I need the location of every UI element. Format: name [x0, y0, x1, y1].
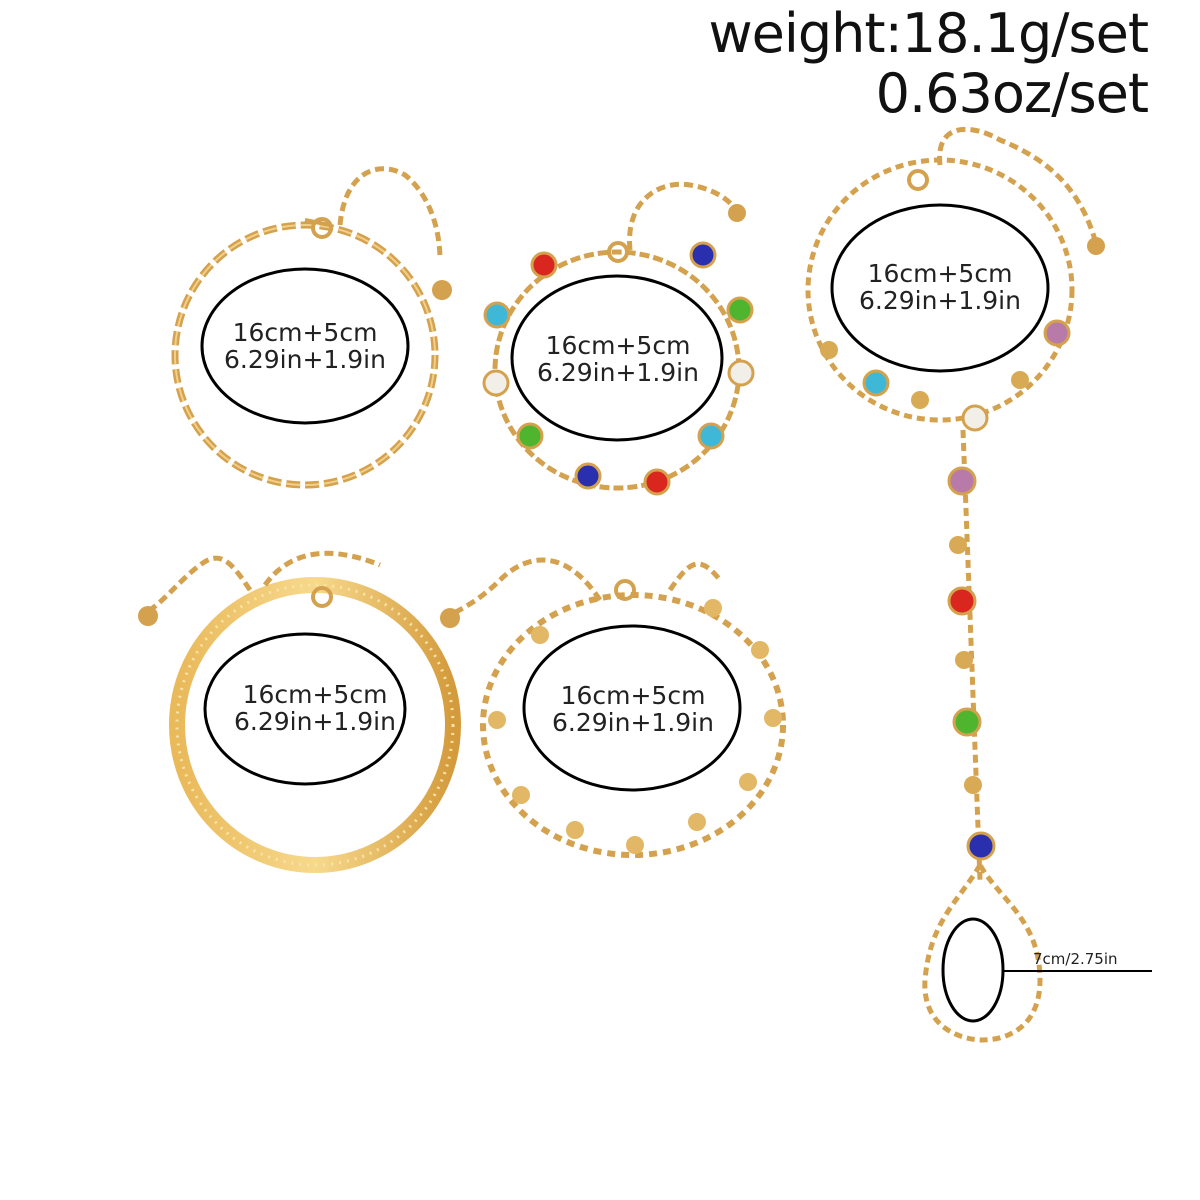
flower-charms	[488, 599, 782, 854]
size-metric: 16cm+5cm	[242, 680, 388, 709]
size-metric: 16cm+5cm	[867, 259, 1013, 288]
flower-icon	[688, 813, 706, 831]
flower-icon	[488, 711, 506, 729]
size-imperial: 6.29in+1.9in	[537, 358, 699, 387]
chain-end-bead-icon	[440, 608, 460, 628]
measurement-ovals	[200, 203, 1050, 1023]
flower-icon	[704, 599, 722, 617]
size-label-flower: 16cm+5cm 6.29in+1.9in	[533, 682, 733, 736]
lobster-clasp-icon	[907, 169, 929, 191]
size-metric: 16cm+5cm	[232, 318, 378, 347]
clear-gem-icon	[482, 369, 510, 397]
flower-icon	[626, 836, 644, 854]
figaro-chain-bracelet	[171, 166, 452, 489]
flower-icon	[764, 709, 782, 727]
size-metric: 16cm+5cm	[545, 331, 691, 360]
disc-charm-icon	[964, 776, 982, 794]
blue-gem-icon	[689, 241, 717, 269]
red-gem-icon	[947, 586, 977, 616]
size-label-hand-chain: 16cm+5cm 6.29in+1.9in	[840, 260, 1040, 314]
size-label-snake: 16cm+5cm 6.29in+1.9in	[215, 681, 415, 735]
size-oval	[200, 267, 410, 425]
flower-icon	[512, 786, 530, 804]
clear-gem-icon	[961, 404, 989, 432]
flower-icon	[751, 641, 769, 659]
pink-gem-icon	[1043, 319, 1071, 347]
snake-chain-bracelet	[138, 550, 461, 873]
disc-charm-icon	[949, 536, 967, 554]
size-metric: 16cm+5cm	[560, 681, 706, 710]
weight-info: weight:18.1g/set 0.63oz/set	[709, 4, 1149, 124]
size-oval	[510, 274, 724, 442]
cyan-gem-icon	[862, 369, 890, 397]
colored-crystal-bracelet	[482, 181, 755, 496]
flower-icon	[531, 626, 549, 644]
green-gem-icon	[726, 296, 754, 324]
cyan-gem-icon	[483, 301, 511, 329]
flower-chain-bracelet	[440, 557, 786, 858]
ring-size-oval	[941, 917, 1005, 1023]
chain-end-bead-icon	[728, 204, 746, 222]
clear-gem-icon	[727, 359, 755, 387]
green-gem-icon	[516, 422, 544, 450]
cyan-gem-icon	[697, 422, 725, 450]
lobster-clasp-icon	[614, 579, 636, 601]
chain-end-bead-icon	[432, 280, 452, 300]
flower-icon	[739, 773, 757, 791]
disc-charm-icon	[1011, 371, 1029, 389]
chain-end-bead-icon	[138, 606, 158, 626]
size-oval	[203, 632, 407, 786]
size-oval	[522, 624, 742, 792]
blue-gem-icon	[574, 462, 602, 490]
red-gem-icon	[643, 468, 671, 496]
size-label-crystal: 16cm+5cm 6.29in+1.9in	[518, 332, 718, 386]
pink-gem-icon	[947, 466, 977, 496]
blue-gem-icon	[966, 831, 996, 861]
size-label-figaro: 16cm+5cm 6.29in+1.9in	[205, 319, 405, 373]
size-imperial: 6.29in+1.9in	[234, 707, 396, 736]
lobster-clasp-icon	[311, 217, 333, 239]
ring-size-label: 7cm/2.75in	[1033, 950, 1118, 968]
lobster-clasp-icon	[607, 241, 629, 263]
weight-grams: weight:18.1g/set	[708, 2, 1149, 65]
weight-ounces: 0.63oz/set	[875, 62, 1149, 125]
green-gem-icon	[952, 707, 982, 737]
ring-loop	[922, 859, 1043, 1043]
hand-chain-bracelet	[805, 127, 1105, 1043]
size-imperial: 6.29in+1.9in	[224, 345, 386, 374]
size-oval	[830, 203, 1050, 373]
red-gem-icon	[530, 251, 558, 279]
chain-end-bead-icon	[1087, 237, 1105, 255]
disc-charm-icon	[911, 391, 929, 409]
size-imperial: 6.29in+1.9in	[552, 708, 714, 737]
disc-charm-icon	[820, 341, 838, 359]
disc-charm-icon	[955, 651, 973, 669]
flower-icon	[566, 821, 584, 839]
size-imperial: 6.29in+1.9in	[859, 286, 1021, 315]
lobster-clasp-icon	[311, 586, 333, 608]
